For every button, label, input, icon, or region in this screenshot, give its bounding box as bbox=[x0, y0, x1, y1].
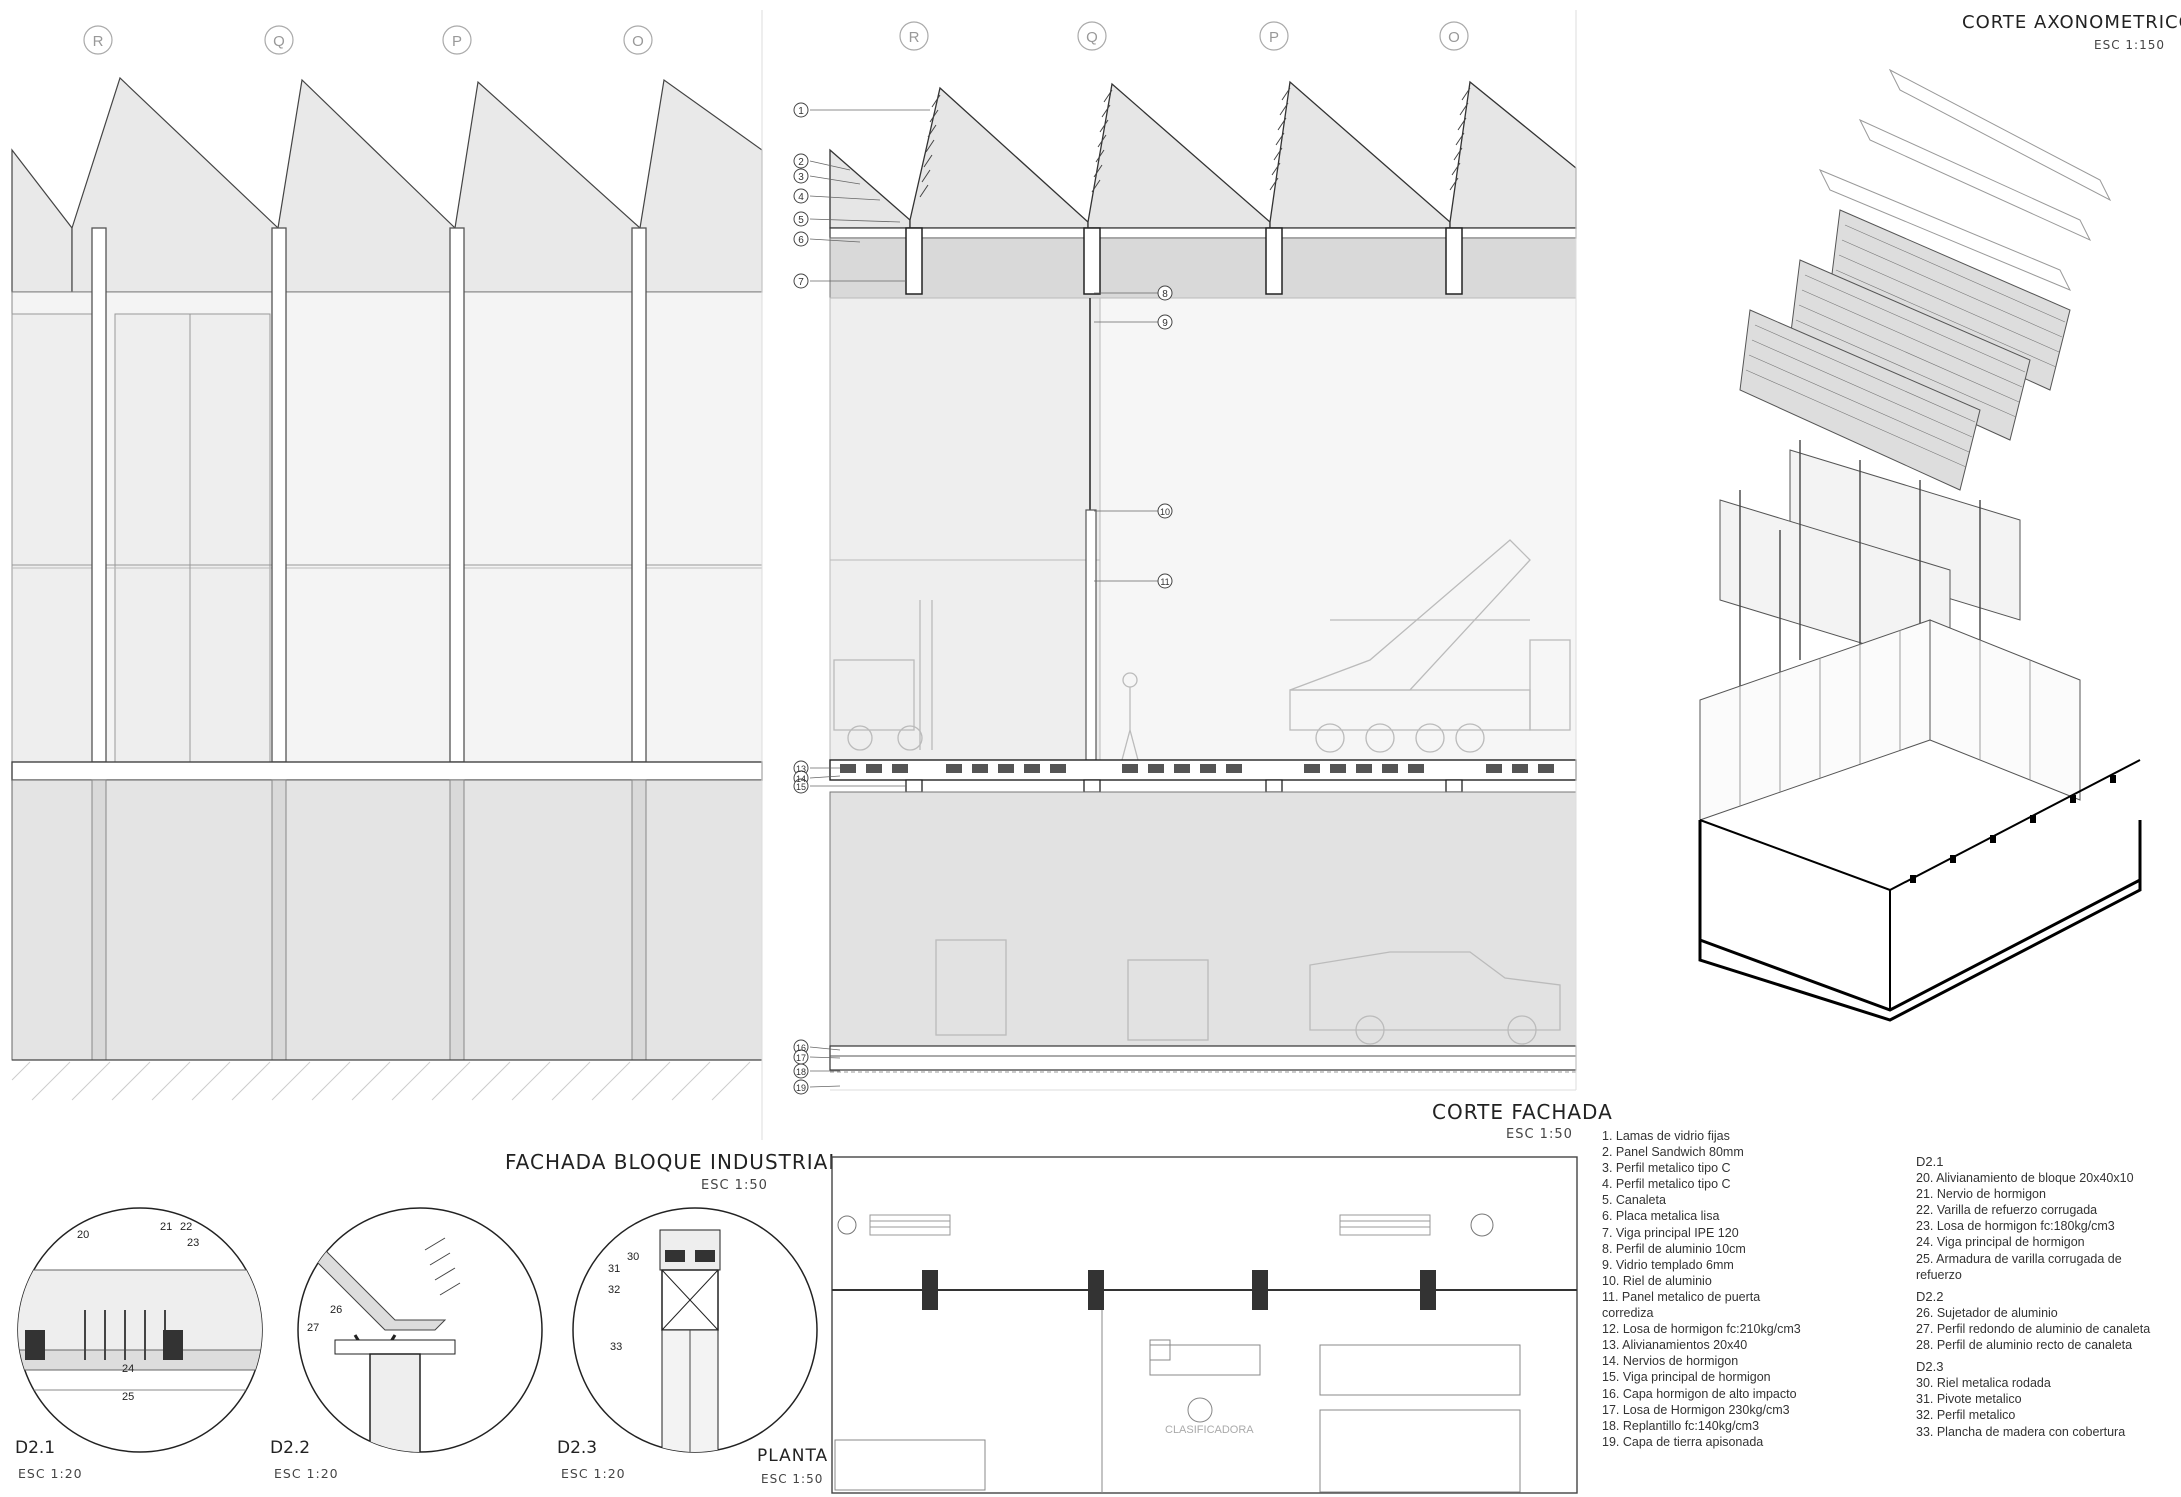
legend-heading: D2.2 bbox=[1916, 1288, 1944, 1304]
legend-item: 26. Sujetador de aluminio bbox=[1916, 1305, 2058, 1320]
legend-item: 17. Losa de Hormigon 230kg/cm3 bbox=[1602, 1402, 1790, 1417]
callout-6: 6 bbox=[798, 235, 804, 246]
legend-item: 13. Alivianamientos 20x40 bbox=[1602, 1338, 1748, 1353]
legend-item: 2. Panel Sandwich 80mm bbox=[1602, 1145, 1744, 1160]
plan-drawing: CLASIFICADORA bbox=[831, 1156, 1578, 1494]
detail-callout-22: 22 bbox=[180, 1221, 192, 1233]
callout-13: 13 bbox=[796, 764, 806, 774]
detail-d2-3-scale: ESC 1:20 bbox=[561, 1466, 626, 1481]
legend-item: 31. Pivote metalico bbox=[1916, 1392, 2022, 1407]
grid-axis-o: O bbox=[1448, 29, 1460, 46]
detail-d2-2-scale: ESC 1:20 bbox=[274, 1466, 339, 1481]
detail-callout-31: 31 bbox=[608, 1263, 620, 1275]
elevation-scale: ESC 1:50 bbox=[701, 1178, 768, 1193]
detail-callout-23: 23 bbox=[187, 1237, 199, 1249]
detail-d2-2: 26 27 28 bbox=[297, 1207, 543, 1453]
detail-callout-20: 20 bbox=[77, 1229, 89, 1241]
detail-callout-27: 27 bbox=[307, 1322, 319, 1334]
legend-item: 23. Losa de hormigon fc:180kg/cm3 bbox=[1916, 1219, 2115, 1234]
grid-axis-p: P bbox=[1269, 29, 1279, 46]
elevation-title: FACHADA BLOQUE INDUSTRIAL bbox=[505, 1150, 841, 1174]
detail-callout-32: 32 bbox=[608, 1284, 620, 1296]
legend-item: 8. Perfil de aluminio 10cm bbox=[1602, 1241, 1746, 1256]
callout-7: 7 bbox=[798, 277, 804, 288]
legend-item: 18. Replantillo fc:140kg/cm3 bbox=[1602, 1418, 1760, 1433]
plan-title: PLANTA bbox=[757, 1446, 829, 1466]
grid-axis-q: Q bbox=[1086, 29, 1098, 46]
legend-item: 32. Perfil metalico bbox=[1916, 1408, 2016, 1423]
callout-16: 16 bbox=[796, 1043, 806, 1053]
legend-item: 30. Riel metalica rodada bbox=[1916, 1376, 2051, 1391]
legend-item: 1. Lamas de vidrio fijas bbox=[1602, 1129, 1730, 1143]
legend-item: 11. Panel metalico de puerta corrediza bbox=[1602, 1289, 1761, 1321]
axonometric-drawing bbox=[1698, 68, 2142, 1022]
callout-4: 4 bbox=[798, 192, 804, 203]
legend-main: 1. Lamas de vidrio fijas 2. Panel Sandwi… bbox=[1602, 1128, 1802, 1450]
legend-details: D2.1 20. Alivianamiento de bloque 20x40x… bbox=[1916, 1154, 2161, 1440]
grid-axis-q: Q bbox=[273, 33, 285, 50]
detail-callout-21: 21 bbox=[160, 1221, 172, 1233]
section-drawing: R Q P O 1 2 3 4 5 bbox=[793, 10, 1577, 1095]
legend-item: 10. Riel de aluminio bbox=[1602, 1273, 1712, 1288]
section-title: CORTE FACHADA bbox=[1432, 1100, 1613, 1124]
callout-5: 5 bbox=[798, 215, 804, 226]
detail-callout-24: 24 bbox=[122, 1363, 134, 1375]
legend-item: 14. Nervios de hormigon bbox=[1602, 1354, 1739, 1369]
callout-17: 17 bbox=[796, 1053, 806, 1063]
detail-d2-3-label: D2.3 bbox=[557, 1438, 598, 1458]
detail-d2-3: 30 31 32 33 bbox=[572, 1207, 818, 1453]
callout-11: 11 bbox=[1160, 577, 1169, 587]
detail-callout-25: 25 bbox=[122, 1391, 134, 1403]
plan-room-label: CLASIFICADORA bbox=[1165, 1424, 1254, 1436]
callout-18: 18 bbox=[796, 1067, 806, 1077]
callout-2: 2 bbox=[798, 157, 804, 168]
callout-15: 15 bbox=[796, 782, 806, 792]
grid-axis-o: O bbox=[632, 33, 644, 50]
legend-item: 28. Perfil de aluminio recto de canaleta bbox=[1916, 1338, 2133, 1353]
grid-axis-p: P bbox=[452, 33, 462, 50]
detail-callout-33: 33 bbox=[610, 1341, 622, 1353]
legend-item: 22. Varilla de refuerzo corrugada bbox=[1916, 1203, 2098, 1218]
grid-axis-r: R bbox=[93, 33, 104, 50]
legend-item: 12. Losa de hormigon fc:210kg/cm3 bbox=[1602, 1322, 1801, 1337]
detail-d2-1: 20 21 22 23 24 25 bbox=[17, 1207, 263, 1453]
detail-d2-1-scale: ESC 1:20 bbox=[18, 1466, 83, 1481]
legend-heading: D2.3 bbox=[1916, 1359, 1944, 1375]
legend-item: 6. Placa metalica lisa bbox=[1602, 1209, 1720, 1224]
plan-scale: ESC 1:50 bbox=[761, 1472, 824, 1486]
legend-heading: D2.1 bbox=[1916, 1154, 1944, 1169]
detail-callout-26: 26 bbox=[330, 1304, 342, 1316]
callout-9: 9 bbox=[1162, 318, 1168, 329]
callout-10: 10 bbox=[1160, 507, 1170, 517]
detail-d2-1-label: D2.1 bbox=[15, 1438, 56, 1458]
callout-3: 3 bbox=[798, 172, 804, 183]
axonometric-title: CORTE AXONOMETRICO bbox=[1962, 12, 2181, 33]
elevation-drawing: R Q P O bbox=[11, 10, 763, 1140]
legend-item: 24. Viga principal de hormigon bbox=[1916, 1235, 2085, 1250]
legend-item: 25. Armadura de varilla corrugada de ref… bbox=[1916, 1251, 2122, 1282]
legend-item: 5. Canaleta bbox=[1602, 1193, 1666, 1208]
legend-item: 33. Plancha de madera con cobertura bbox=[1916, 1424, 2126, 1439]
callout-14: 14 bbox=[796, 774, 806, 784]
axonometric-scale: ESC 1:150 bbox=[2094, 38, 2165, 52]
detail-callout-30: 30 bbox=[627, 1251, 639, 1263]
grid-axis-r: R bbox=[909, 29, 920, 46]
section-scale: ESC 1:50 bbox=[1506, 1127, 1573, 1142]
legend-item: 7. Viga principal IPE 120 bbox=[1602, 1225, 1739, 1240]
legend-item: 3. Perfil metalico tipo C bbox=[1602, 1161, 1731, 1176]
legend-item: 15. Viga principal de hormigon bbox=[1602, 1370, 1771, 1385]
callout-8: 8 bbox=[1162, 289, 1168, 300]
legend-item: 27. Perfil redondo de aluminio de canale… bbox=[1916, 1321, 2151, 1336]
legend-item: 9. Vidrio templado 6mm bbox=[1602, 1257, 1734, 1272]
legend-item: 4. Perfil metalico tipo C bbox=[1602, 1177, 1731, 1192]
callout-19: 19 bbox=[796, 1083, 806, 1093]
callout-1: 1 bbox=[798, 106, 804, 117]
detail-d2-2-label: D2.2 bbox=[270, 1438, 311, 1458]
legend-item: 19. Capa de tierra apisonada bbox=[1602, 1434, 1764, 1449]
legend-item: 20. Alivianamiento de bloque 20x40x10 bbox=[1916, 1171, 2134, 1186]
legend-item: 16. Capa hormigon de alto impacto bbox=[1602, 1386, 1797, 1401]
legend-item: 21. Nervio de hormigon bbox=[1916, 1187, 2046, 1202]
